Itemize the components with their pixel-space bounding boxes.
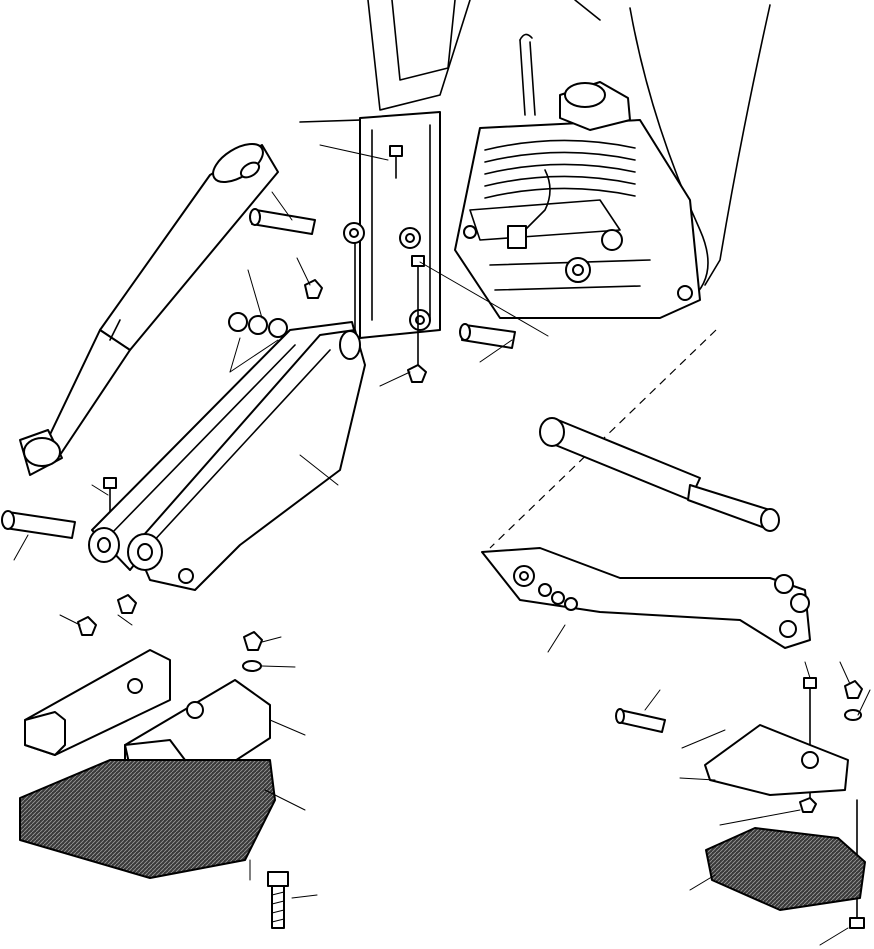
nuts	[77, 279, 863, 813]
bushings	[228, 312, 288, 373]
frame-bracket	[299, 0, 771, 549]
loader-arm-exploded	[481, 547, 811, 649]
pin-upper-left	[249, 208, 316, 235]
rubber-pad-right	[705, 827, 866, 911]
pivot-pins	[1, 208, 666, 733]
pin-lower-left	[1, 510, 76, 539]
bucket-mount-left	[24, 649, 171, 756]
rubber-pad-left	[19, 759, 276, 879]
lift-cylinder-right	[539, 417, 780, 532]
leader-lines	[13, 144, 871, 946]
lift-cylinder-left	[19, 142, 279, 476]
pin-upper-right	[459, 323, 516, 349]
pin-right-mount	[615, 708, 666, 733]
loader-arm-right	[127, 329, 366, 591]
